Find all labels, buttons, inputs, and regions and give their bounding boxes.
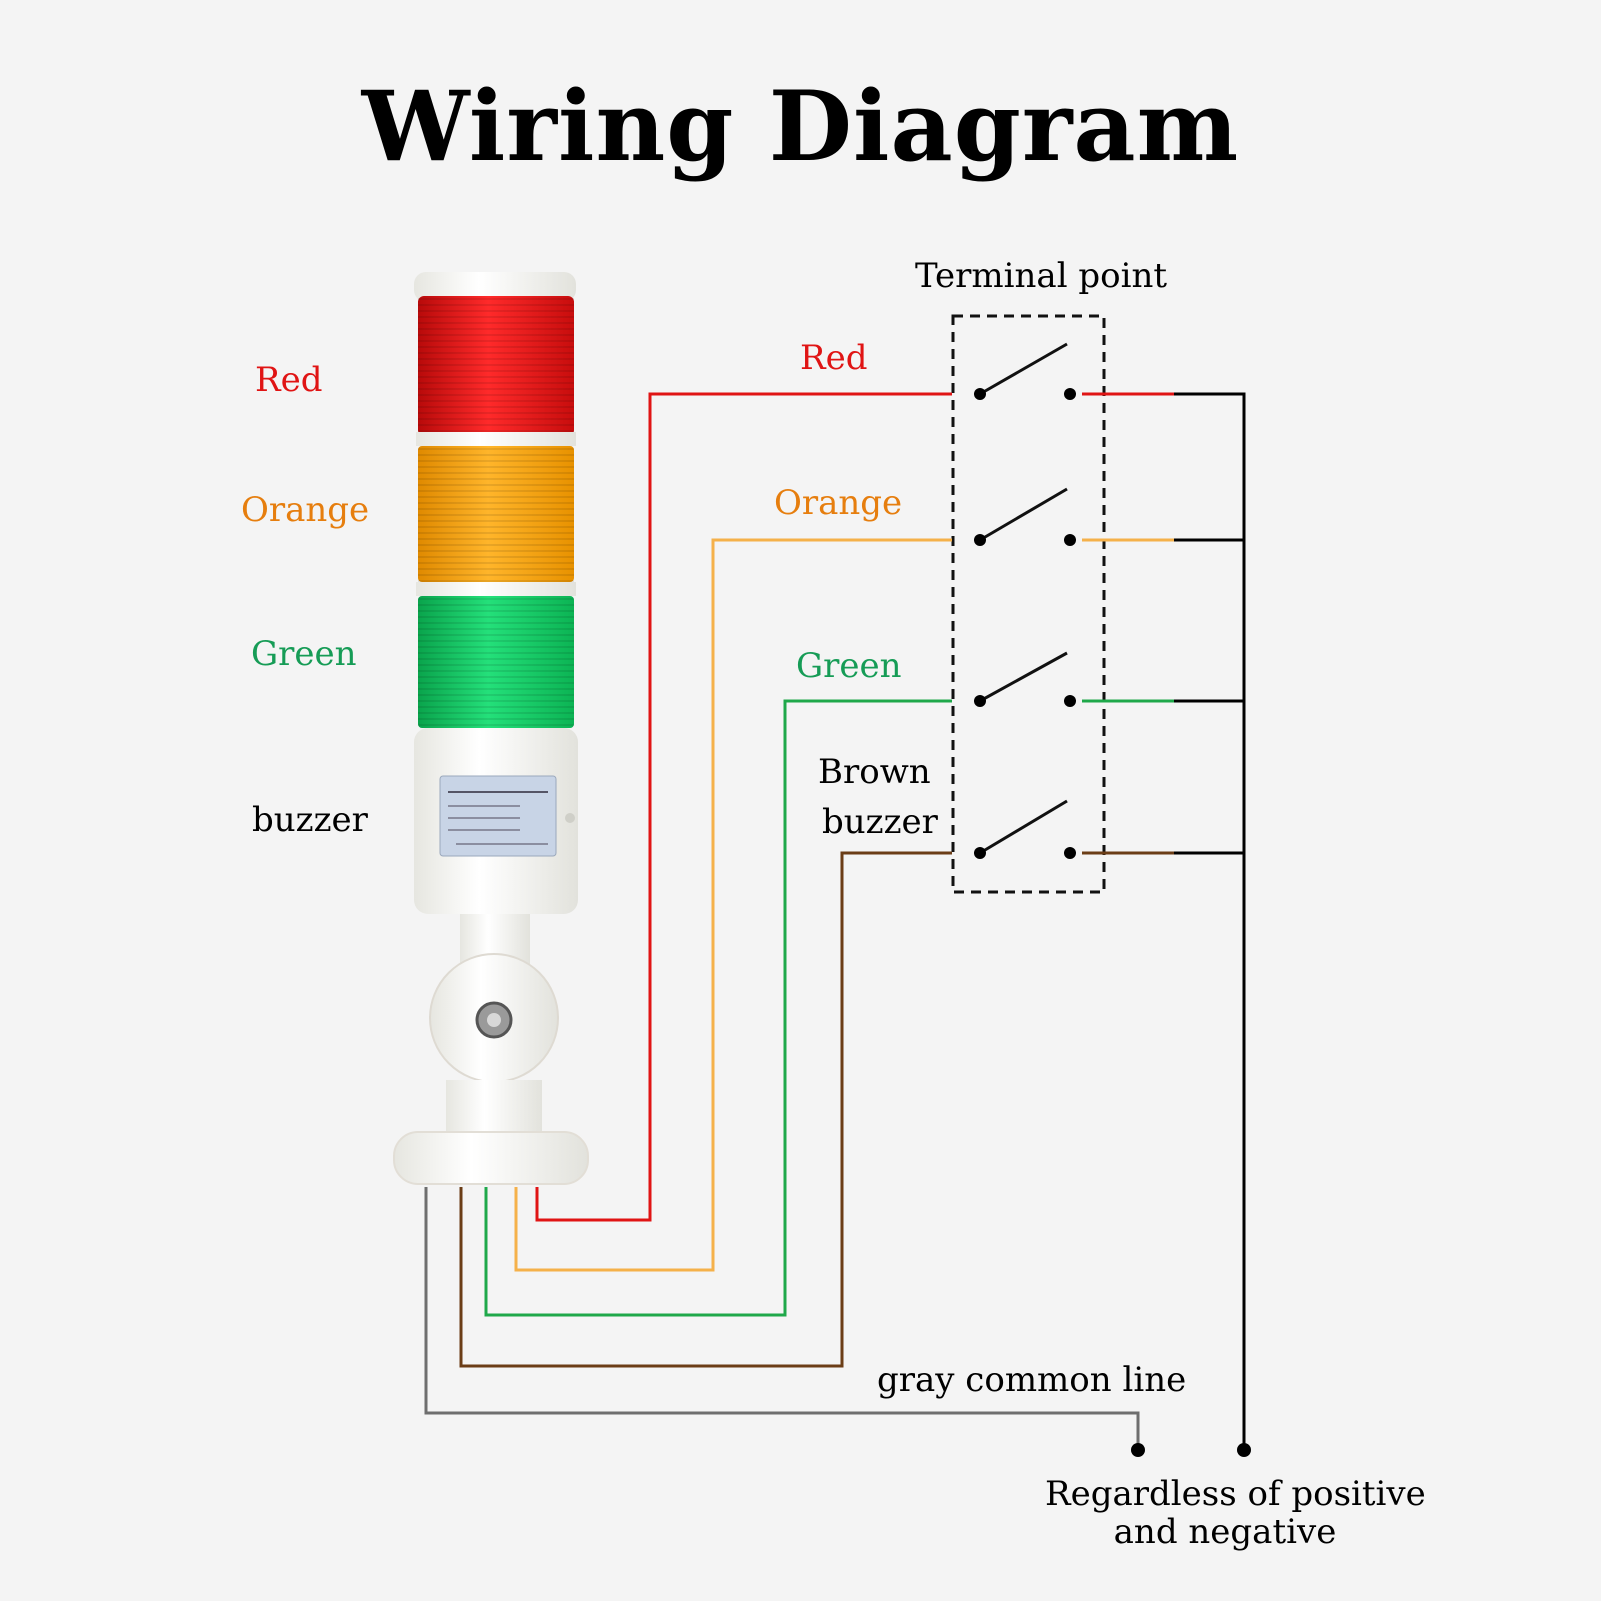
terminal-point-label: Terminal point — [915, 256, 1168, 296]
positive-negative-terminal-dot — [1237, 1443, 1251, 1457]
polarity-note-line-1: Regardless of positive — [1045, 1474, 1426, 1514]
tower-label-orange: Orange — [241, 490, 370, 530]
polarity-note-line-2: and negative — [1113, 1512, 1337, 1552]
tower-buzzer-hole — [565, 813, 575, 823]
tower-divider-2 — [416, 582, 576, 596]
wire-label-buzzer: buzzer — [822, 802, 938, 842]
page-title: Wiring Diagram — [361, 70, 1240, 183]
tower-top-cap — [414, 272, 576, 302]
tower-stem — [446, 1080, 542, 1136]
switch-red — [974, 342, 1076, 400]
tower-light — [393, 272, 589, 1185]
tower-base-flange — [393, 1131, 589, 1185]
tower-nameplate — [439, 775, 557, 857]
gray-common-line-label: gray common line — [877, 1360, 1187, 1400]
wire-label-red: Red — [800, 338, 868, 378]
wire-label-brown: Brown — [818, 752, 931, 792]
gray-common-wire — [424, 1187, 1140, 1450]
right-bus — [1174, 392, 1246, 1450]
terminal-point-box — [951, 314, 1106, 894]
tower-label-buzzer: buzzer — [252, 800, 368, 840]
wire-label-orange: Orange — [774, 483, 903, 523]
wire-label-green: Green — [796, 646, 902, 686]
switch-green — [974, 651, 1076, 707]
green-wire — [484, 699, 1174, 1317]
common-terminal-dot — [1131, 1443, 1145, 1457]
tower-label-green: Green — [251, 634, 357, 674]
red-wire — [535, 392, 1174, 1222]
switch-orange — [974, 487, 1076, 546]
tower-divider-1 — [416, 432, 576, 446]
switch-buzzer — [974, 799, 1076, 859]
brown-wire — [459, 851, 1174, 1368]
orange-wire — [514, 538, 1174, 1272]
tower-label-red: Red — [255, 360, 323, 400]
